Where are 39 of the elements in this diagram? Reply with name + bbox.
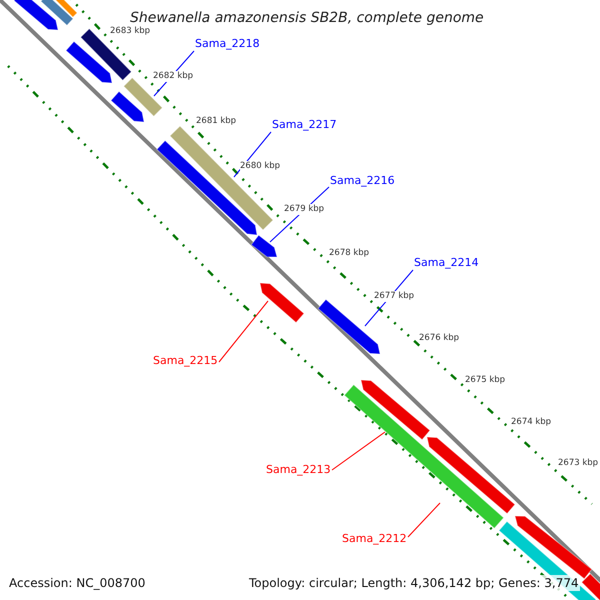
- gene-feature: [80, 28, 132, 81]
- scale-label: 2683 kbp: [110, 26, 150, 37]
- footer-text: Accession: NC_008700: [8, 575, 146, 591]
- gene-feature: [344, 384, 504, 529]
- scale-label: 2679 kbp: [284, 204, 324, 215]
- gene-feature: [259, 282, 305, 324]
- footer-text: Topology: circular; Length: 4,306,142 bp; Genes: 3,774: [248, 575, 580, 591]
- gene-label: Sama_2213: [266, 463, 331, 477]
- gene-label: Sama_2217: [272, 118, 337, 132]
- gene-label: Sama_2212: [342, 532, 407, 546]
- gene-feature: [53, 0, 78, 18]
- gene-feature: [360, 379, 431, 440]
- leader-line: [408, 502, 440, 538]
- gene-label: Sama_2214: [414, 256, 479, 270]
- scale-label: 2675 kbp: [465, 375, 506, 386]
- gene-label: Sama_2218: [195, 37, 260, 51]
- gene-label: Sama_2215: [153, 354, 218, 368]
- leader-line: [332, 432, 386, 470]
- gene-feature: [110, 90, 145, 123]
- scale-label: 2676 kbp: [419, 333, 460, 344]
- scale-label: 2678 kbp: [329, 248, 370, 259]
- gene-feature: [40, 0, 74, 26]
- gene-feature: [514, 515, 592, 580]
- scale-label: 2677 kbp: [374, 291, 414, 302]
- gene-feature: [65, 40, 113, 84]
- scale-label: 2673 kbp: [558, 458, 598, 469]
- diagram-title: Shewanella amazonensis SB2B, complete genome: [130, 9, 484, 26]
- gene-feature: [13, 0, 59, 31]
- scale-label: 2682 kbp: [153, 71, 194, 82]
- leader-line: [218, 300, 268, 362]
- gene-feature: [581, 573, 600, 600]
- gene-feature: [123, 77, 163, 117]
- gene-label: Sama_2216: [330, 174, 395, 188]
- gene-feature: [426, 436, 516, 514]
- scale-label: 2681 kbp: [196, 116, 236, 127]
- scale-label: 2674 kbp: [511, 417, 552, 428]
- gene-feature: [317, 298, 381, 355]
- gene-feature: [250, 234, 278, 258]
- scale-label: 2680 kbp: [240, 161, 280, 172]
